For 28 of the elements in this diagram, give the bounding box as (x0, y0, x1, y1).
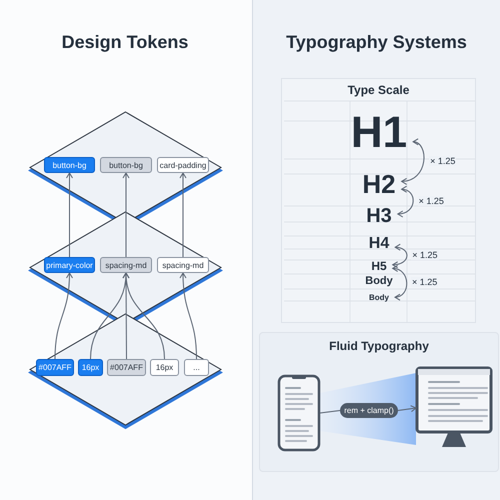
heading-sample: H3 (366, 206, 392, 226)
edge-label: × 1.25 (411, 276, 438, 287)
token-chip: spacing-md (100, 257, 152, 273)
panel-title: Fluid Typography (329, 339, 429, 353)
panel-background (259, 332, 499, 472)
section-title: Typography Systems (286, 32, 467, 53)
token-chip: spacing-md (157, 257, 209, 273)
edge-label: × 1.25 (429, 156, 456, 166)
token-chip: card-padding (157, 157, 209, 173)
token-chip: #007AFF (36, 359, 74, 376)
formula-pill: rem + clamp() (340, 403, 398, 418)
token-chip: #007AFF (107, 359, 146, 376)
token-chip: button-bg (44, 157, 95, 173)
token-chip: 16px (78, 359, 103, 376)
heading-sample: H1 (350, 111, 408, 155)
section-title: Design Tokens (62, 32, 188, 53)
token-chip: button-bg (100, 157, 152, 173)
heading-sample: H5 (371, 260, 387, 272)
token-chip: primary-color (44, 257, 95, 273)
token-chip: 16px (150, 359, 179, 376)
body-sample: Body (365, 276, 393, 287)
heading-sample: H2 (362, 171, 396, 197)
body-sample: Body (369, 294, 389, 302)
token-chip: ... (184, 359, 209, 376)
heading-sample: H4 (368, 236, 390, 252)
section-panel (252, 0, 500, 500)
panel-title: Type Scale (348, 83, 410, 97)
edge-label: × 1.25 (411, 250, 438, 260)
